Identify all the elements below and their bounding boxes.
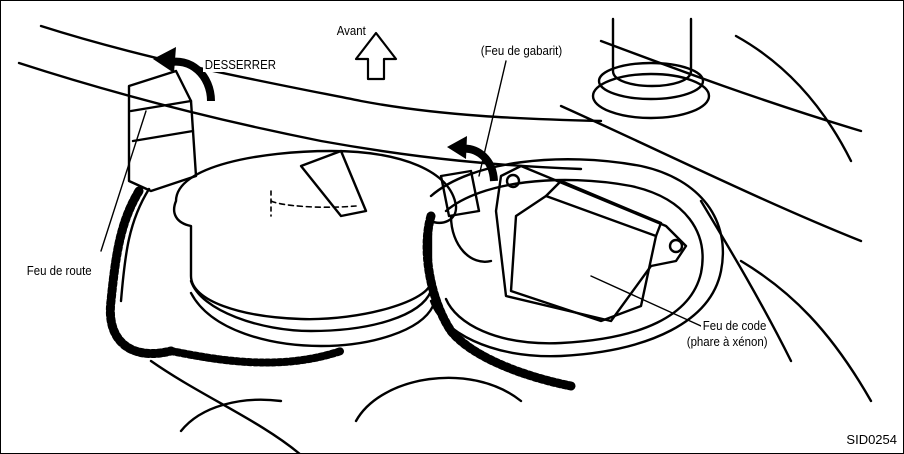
harness-left bbox=[105, 186, 176, 359]
right-ring-outer bbox=[429, 158, 725, 358]
pipe-collar bbox=[597, 61, 705, 101]
panel-curve-right2 bbox=[739, 259, 873, 403]
xenon-screw-left bbox=[505, 173, 521, 189]
left-cap-outline bbox=[172, 149, 458, 321]
body-line-right bbox=[599, 39, 863, 133]
pipe-base bbox=[591, 72, 711, 120]
label-feu-de-code: Feu de code bbox=[701, 318, 769, 333]
body-line-top bbox=[39, 24, 603, 123]
body-line-right2 bbox=[559, 104, 863, 243]
xenon-flange bbox=[494, 164, 688, 323]
hb-connector-rib2 bbox=[131, 129, 195, 143]
avant-arrow bbox=[354, 31, 398, 81]
leader-feu-code bbox=[590, 275, 702, 327]
fender-edge bbox=[734, 34, 853, 163]
label-feu-de-route: Feu de route bbox=[25, 263, 94, 278]
label-avant: Avant bbox=[335, 23, 368, 38]
sidelamp-clip bbox=[449, 214, 493, 263]
right-ring-inner bbox=[444, 178, 704, 345]
lower-arc bbox=[354, 376, 523, 423]
label-feu-de-gabarit: (Feu de gabarit) bbox=[479, 43, 564, 58]
cap-tab bbox=[299, 149, 368, 218]
hb-connector bbox=[127, 69, 198, 193]
leader-feu-route bbox=[100, 110, 147, 252]
sidelamp-socket bbox=[439, 169, 481, 218]
cap-tab-dash bbox=[270, 200, 357, 208]
figure-id: SID0254 bbox=[846, 432, 897, 447]
xenon-top bbox=[544, 179, 663, 238]
harness-left-outline bbox=[119, 187, 151, 303]
loosen-arrow-left bbox=[153, 47, 215, 102]
hb-connector-rib bbox=[129, 99, 193, 113]
pipe bbox=[611, 17, 693, 88]
harness-right bbox=[422, 211, 576, 391]
panel-curve-right bbox=[699, 199, 793, 363]
lower-hose-left bbox=[179, 398, 283, 433]
loosen-arrow-right bbox=[447, 136, 498, 182]
left-cap-rim2 bbox=[189, 291, 435, 348]
label-desserrer: DESSERRER bbox=[203, 57, 278, 72]
left-cap-rim bbox=[189, 279, 433, 333]
label-phare-xenon: (phare à xénon) bbox=[685, 334, 770, 349]
xenon-screw-right bbox=[668, 238, 684, 254]
harness-lower bbox=[167, 347, 345, 367]
body-line-lower bbox=[149, 359, 301, 453]
